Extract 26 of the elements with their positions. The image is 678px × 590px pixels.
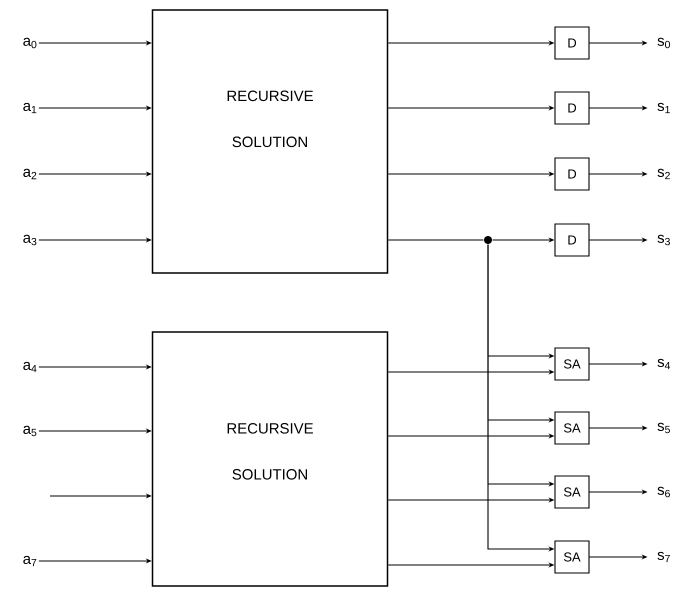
signal-label: a$_{0}$ <box>23 38 36 48</box>
junction-dot <box>484 236 492 244</box>
signal-label: a$_{1}$ <box>23 102 36 114</box>
signal-label: a$_{5}$ <box>23 426 36 436</box>
solution-box: RECURSIVE SOLUTION <box>152 9 388 274</box>
block-box: SA <box>554 475 590 509</box>
signal-label: s$_{6}$ <box>658 486 670 498</box>
solution-box: RECURSIVE SOLUTION <box>152 331 388 587</box>
signal-label: s$_{2}$ <box>658 168 670 180</box>
signal-label: a$_{3}$ <box>23 234 36 246</box>
block-box: SA <box>554 347 590 381</box>
block-box: D <box>554 26 590 60</box>
block-box: D <box>554 223 590 257</box>
signal-label: a$_{4}$ <box>23 362 36 372</box>
block-box: SA <box>554 411 590 445</box>
signal-label: s$_{3}$ <box>658 234 670 246</box>
signal-label: s$_{4}$ <box>658 358 670 370</box>
signal-label: a$_{7}$ <box>23 556 36 566</box>
signal-label: s$_{7}$ <box>658 552 670 562</box>
block-box: D <box>554 91 590 125</box>
signal-label: s$_{1}$ <box>658 102 670 114</box>
block-box: D <box>554 157 590 191</box>
signal-label: s$_{0}$ <box>658 38 670 48</box>
block-box: SA <box>554 540 590 574</box>
signal-label: s$_{5}$ <box>658 422 670 434</box>
signal-label: a$_{2}$ <box>23 168 36 180</box>
